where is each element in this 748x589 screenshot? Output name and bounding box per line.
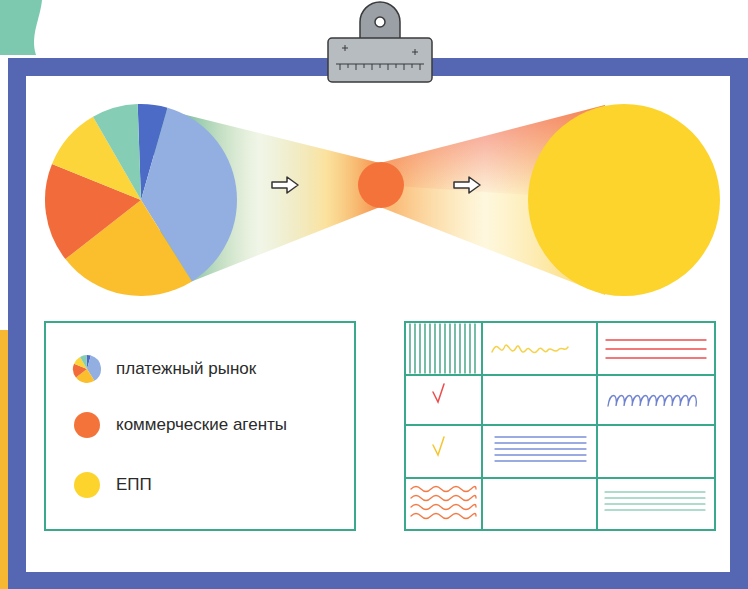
- pie-chart: [45, 104, 237, 296]
- board-frame: [8, 58, 748, 589]
- arrow-symbol: [454, 177, 480, 193]
- table-sketch: [405, 322, 715, 530]
- legend-label: коммерческие агенты: [116, 415, 287, 435]
- pie-slice: [80, 355, 87, 369]
- legend-label: платежный рынок: [116, 359, 256, 379]
- clip: [328, 2, 432, 82]
- board-sheet: [26, 76, 730, 572]
- epp-circle: [528, 104, 720, 296]
- legend-row: платежный рынок: [72, 354, 256, 384]
- legend-dot: [74, 412, 100, 438]
- legend-dot: [74, 472, 100, 498]
- pie-slice: [93, 104, 141, 200]
- legend-frame: [45, 322, 355, 530]
- legend-swatch: [72, 470, 102, 500]
- legend-row: коммерческие агенты: [72, 410, 287, 440]
- arrow-symbol: [272, 177, 298, 193]
- legend-label: ЕПП: [116, 475, 152, 495]
- background-shape: [0, 0, 42, 55]
- agents-circle: [358, 162, 404, 208]
- legend-row: ЕПП: [72, 470, 152, 500]
- legend-swatch: [72, 354, 102, 384]
- legend-swatch: [72, 410, 102, 440]
